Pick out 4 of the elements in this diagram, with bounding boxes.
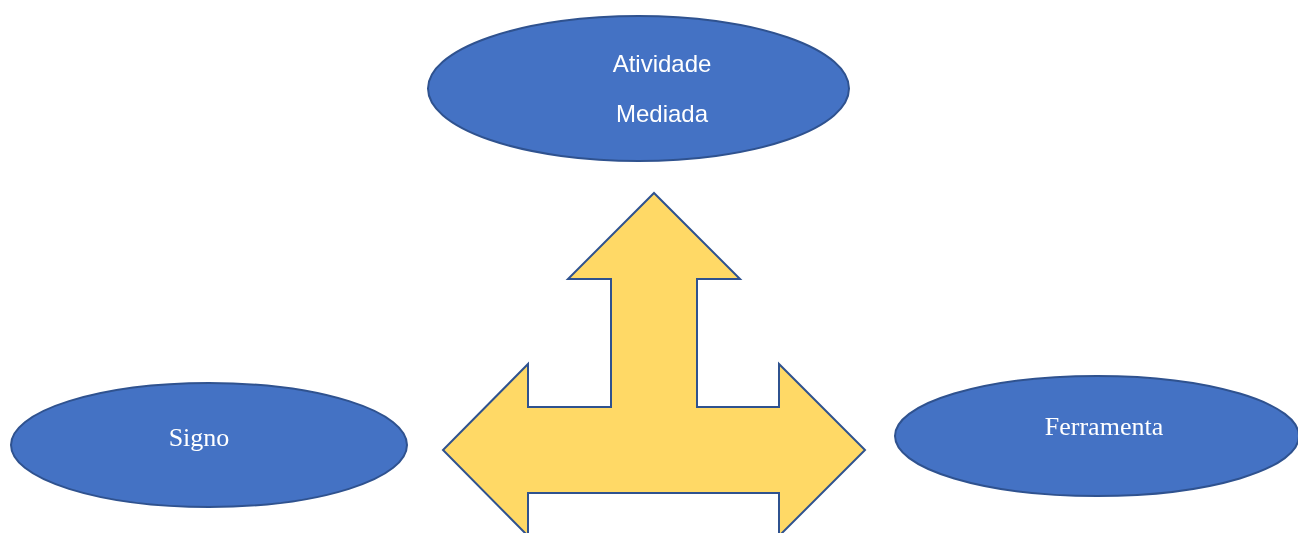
node-label: Ferramenta [1043, 411, 1165, 443]
node-label: Atividade Mediada [611, 49, 713, 129]
node-label: Signo [167, 422, 231, 454]
three-way-arrow [441, 191, 867, 533]
